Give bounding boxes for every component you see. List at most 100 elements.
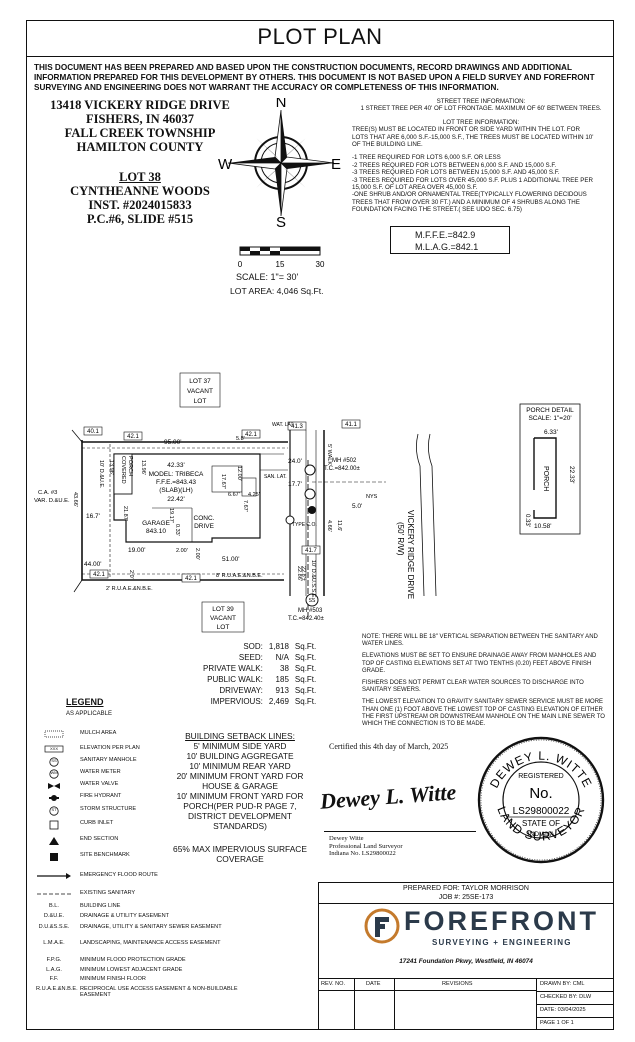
elevation-box-icon: XXX — [36, 745, 72, 755]
dim: 6.67' — [228, 492, 240, 498]
area-value: 38 — [280, 664, 289, 673]
area-label: SOD: — [243, 642, 263, 651]
setback-line: HOUSE & GARAGE — [202, 781, 278, 791]
site-plan-drawing: LOT 37 VACANT LOT SS LOT 39 VACANT LOT V… — [34, 372, 581, 633]
lot-block: LOT 38 CYNTHEANNE WOODS INST. #202401583… — [34, 170, 246, 226]
legend-text: MINIMUM FLOOD PROTECTION GRADE — [80, 957, 186, 963]
signature-line — [324, 831, 476, 832]
surveyor-title: Professional Land Surveyor — [329, 842, 403, 850]
dim: 16.7' — [86, 513, 100, 520]
seal-no: No. — [529, 785, 552, 802]
dim: 5.0' — [352, 503, 362, 510]
rev-header: REV. NO. — [321, 981, 346, 987]
legend-text: MINIMUM LOWEST ADJACENT GRADE — [80, 967, 183, 973]
curb-inlet-icon — [36, 820, 72, 832]
seal-state: STATE OF — [522, 819, 560, 828]
plat-cabinet: P.C.#6, SLIDE #515 — [86, 212, 194, 226]
north-arrow-compass: N S W E — [218, 98, 341, 228]
mh503-tc: T.C.=842.40± — [288, 616, 325, 622]
setback-title: BUILDING SETBACK LINES: — [185, 731, 295, 741]
forefront-logo-icon — [364, 908, 400, 944]
dim: 5.8' — [236, 436, 245, 442]
instrument-number: INST. #2024015833 — [88, 198, 192, 212]
subdivision-name: CYNTHEANNE WOODS — [70, 184, 210, 198]
legend-text: SANITARY MANHOLE — [80, 757, 137, 763]
surveyor-block: Dewey Witte Professional Land Surveyor I… — [329, 835, 403, 858]
porch-detail-title: PORCH DETAIL — [526, 407, 574, 414]
elevation-box-label: 41.7 — [305, 548, 317, 554]
area-label: DRIVEWAY: — [219, 686, 263, 695]
garage-label: GARAGE — [142, 520, 170, 527]
scale-tick: 30 — [316, 260, 325, 269]
area-label: PUBLIC WALK: — [207, 675, 263, 684]
fire-hydrant-icon — [36, 793, 72, 805]
setback-line: 5' MINIMUM SIDE YARD — [193, 741, 287, 751]
dim: 95.00' — [164, 439, 182, 446]
legend-text: FIRE HYDRANT — [80, 793, 122, 799]
elevation-box-label: 41.3 — [291, 424, 303, 430]
page-border — [26, 20, 614, 1030]
impervious-line: COVERAGE — [216, 854, 264, 864]
lot39-label: LOT — [217, 624, 230, 631]
lot-tree-heading: LOT TREE INFORMATION: — [442, 118, 520, 126]
legend-abbreviation: L.A.G. — [46, 967, 62, 973]
dim: 13.96' — [108, 460, 114, 475]
legend-symbol-text: SS — [51, 758, 57, 763]
dim: 2.00' — [176, 548, 188, 554]
compass-s: S — [276, 214, 286, 228]
address-line: FISHERS, IN 46037 — [85, 112, 194, 126]
compass-e: E — [331, 156, 341, 173]
scale-bar: 0 15 30 — [238, 246, 325, 269]
area-value: 2,469 — [268, 697, 289, 706]
setback-line: 10' MINIMUM REAR YARD — [189, 761, 291, 771]
note: THE LOWEST ELEVATION TO GRAVITY SANITARY… — [362, 699, 605, 728]
area-value: N/A — [275, 653, 289, 662]
tree-rule: -3 TREES REQUIRED FOR LOTS OVER 45,000 S… — [352, 176, 593, 184]
easement-label: 2' R.U.A.E.&N.B.E. — [106, 586, 153, 592]
dashed-line-icon — [36, 890, 72, 900]
dim: 22.42' — [167, 496, 185, 503]
job-number: JOB #: 25SE-173 — [438, 894, 494, 901]
arrow-icon — [36, 872, 72, 882]
lot-tree-line: TREE(S) MUST BE LOCATED IN FRONT OR SIDE… — [352, 126, 580, 134]
legend-text: LANDSCAPING, MAINTENANCE ACCESS EASEMENT — [80, 940, 221, 946]
impervious-coverage: 65% MAX IMPERVIOUS SURFACE COVERAGE — [168, 844, 312, 864]
easement-label: VAR. D.&U.E. — [34, 498, 70, 504]
dim: 43.66' — [72, 492, 78, 507]
lot37-label: LOT — [194, 398, 207, 405]
dim: 51.00' — [222, 556, 240, 563]
street-tree-line: 1 STREET TREE PER 40' OF LOT FRONTAGE. M… — [360, 105, 602, 113]
dim: 19.00' — [128, 547, 146, 554]
walk-label: 5' WALK — [326, 444, 332, 465]
seal-registered: REGISTERED — [518, 773, 564, 780]
area-unit: Sq.Ft. — [294, 697, 317, 706]
legend-text: DRAINAGE, UTILITY & SANITARY SEWER EASEM… — [80, 924, 222, 930]
area-unit: Sq.Ft. — [294, 653, 317, 662]
legend-abbreviation: L.M.A.E. — [43, 940, 65, 946]
area-value: 913 — [275, 686, 289, 695]
area-label: IMPERVIOUS: — [210, 697, 263, 706]
area-value: 185 — [275, 675, 289, 684]
dim: 13.96' — [140, 460, 146, 475]
legend-text: DRAINAGE & UTILITY EASEMENT — [80, 913, 170, 919]
dim: 44.00' — [84, 561, 102, 568]
legend-abbreviation: F.F. — [49, 976, 59, 982]
mh503-label: MH #503 — [298, 608, 323, 614]
legend-symbol-text: XXX — [49, 746, 58, 751]
legend-text: CURB INLET — [80, 820, 114, 826]
scale-tick: 15 — [276, 260, 285, 269]
lot37-label: LOT 37 — [189, 378, 211, 385]
setback-line: 20' MINIMUM FRONT YARD FOR — [176, 771, 304, 781]
legend-text: WATER METER — [80, 769, 121, 775]
legend-abbreviation: F.P.G. — [46, 957, 62, 963]
water-lateral-label: WAT. LAT. — [272, 422, 294, 428]
tree-rule: -1 TREE REQUIRED FOR LOTS 6,000 S.F. OR … — [352, 154, 501, 162]
storm-structure-icon: ST — [36, 806, 72, 818]
compass-n: N — [276, 98, 287, 111]
easement-label: 10' D.&U.S.S.E. — [310, 560, 316, 599]
surveyor-seal: DEWEY L. WITTE LAND SURVEYOR REGISTERED … — [477, 736, 605, 864]
divider — [354, 978, 355, 1030]
legend-abbreviation: B.L. — [49, 903, 59, 909]
water-valve-icon — [36, 781, 72, 793]
